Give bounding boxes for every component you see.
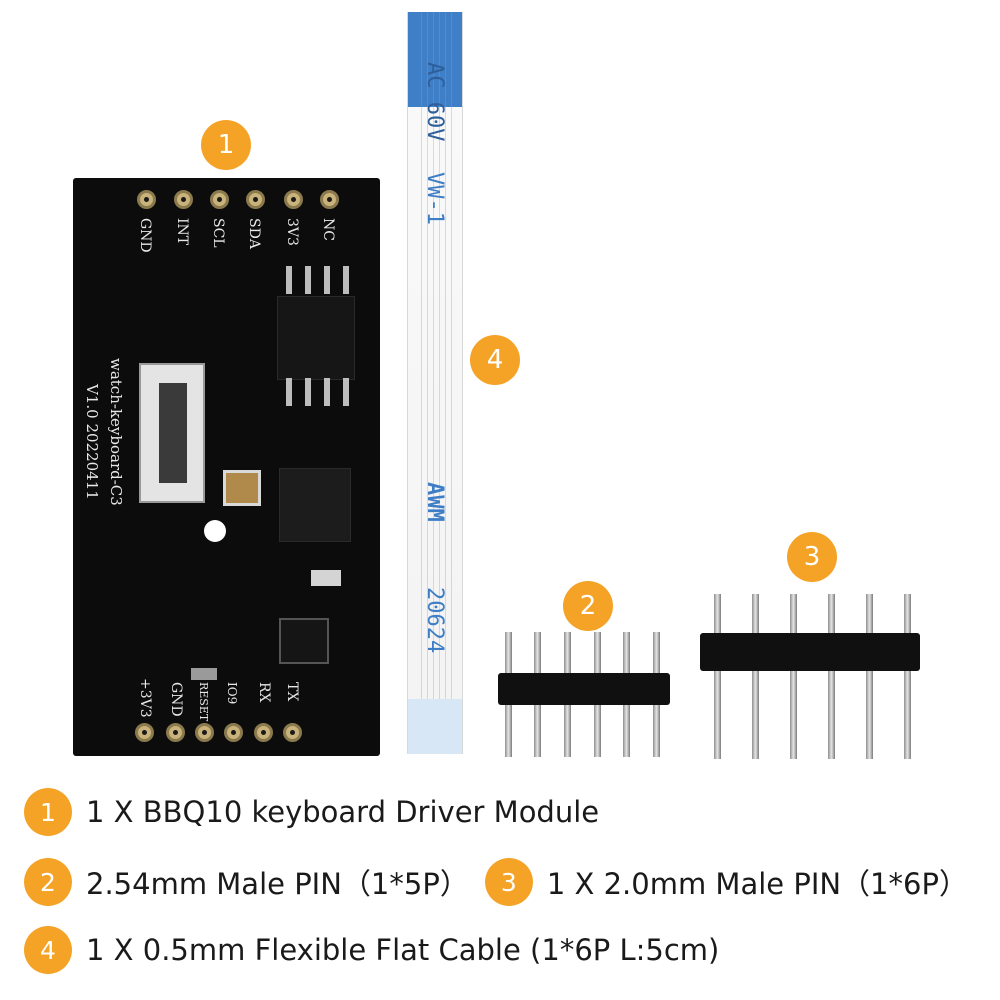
cable-blue-stiffener [408,12,462,107]
silk-label-gnd-bottom: GND [168,682,184,717]
chip-pin [305,266,311,294]
pad-scl [210,190,229,209]
header-pin [714,594,721,759]
silk-label-io9: IO9 [225,682,239,705]
silk-label-3v3-bottom: +3V3 [137,678,153,718]
regulator-chip [279,618,329,664]
silk-label-sda: SDA [246,218,262,249]
chip-pin [343,378,349,406]
header-pin [828,594,835,759]
smd-component [191,668,217,680]
pad-rx [254,723,273,742]
fpc-connector-slot [159,383,187,483]
silk-label-reset: RESET [197,682,210,722]
cable-print-voltage: AC 60V [422,62,447,142]
alignment-dot [204,520,226,542]
pad-io9 [224,723,243,742]
pad-int [174,190,193,209]
chip-pin [324,378,330,406]
callout-badge-module: 1 [201,120,251,170]
header-pin [752,594,759,759]
header-plastic-body [498,673,670,705]
legend-text-1: 1 X BBQ10 keyboard Driver Module [86,795,600,829]
silk-label-tx: TX [284,682,300,702]
silk-label-3v3: 3V3 [284,218,300,246]
header-plastic-body [700,633,920,671]
cable-print-vw1: VW-1 [422,172,447,225]
legend-badge-2: 2 [24,858,72,906]
chip-pin [343,266,349,294]
keyboard-driver-module-board: GND INT SCL SDA 3V3 NC watch-keyboard-C3… [73,178,380,756]
silk-label-nc: NC [320,218,336,241]
pad-reset [195,723,214,742]
legend-text-4: 1 X 0.5mm Flexible Flat Cable (1*6P L:5c… [86,933,720,967]
callout-badge-cable: 4 [470,335,520,385]
pad-tx [283,723,302,742]
crystal-oscillator [223,470,261,506]
callout-badge-pin-254: 2 [563,581,613,631]
pad-3v3 [284,190,303,209]
flexible-flat-cable: AC 60V VW-1 AWM 20624 [407,12,463,754]
legend-row-4: 4 1 X 0.5mm Flexible Flat Cable (1*6P L:… [24,926,719,974]
pad-3v3-bottom [135,723,154,742]
cable-conductor-lines [416,12,454,754]
eeprom-chip [277,296,355,380]
board-name-silkscreen: watch-keyboard-C3 [107,358,125,506]
chip-pin [324,266,330,294]
legend-row-2: 2 2.54mm Male PIN（1*5P） 3 1 X 2.0mm Male… [24,858,968,906]
legend-badge-3: 3 [484,858,533,906]
board-version-silkscreen: V1.0 20220411 [83,384,101,500]
silk-label-scl: SCL [210,218,226,248]
cable-print-number: 20624 [422,587,447,654]
silk-label-rx: RX [256,682,272,703]
cable-print-awm: AWM [422,482,447,522]
legend-row-1: 1 1 X BBQ10 keyboard Driver Module [24,788,599,836]
chip-pin [286,378,292,406]
legend-text-2: 2.54mm Male PIN（1*5P） [86,867,469,901]
legend-badge-1: 1 [24,788,72,836]
header-pin [790,594,797,759]
chip-pin [305,378,311,406]
silk-label-gnd: GND [137,218,153,253]
pad-nc [320,190,339,209]
chip-pin [286,266,292,294]
callout-badge-pin-20: 3 [787,532,837,582]
legend-badge-4: 4 [24,926,72,974]
silk-label-int: INT [174,218,190,246]
header-pin [866,594,873,759]
cable-end-contacts [408,699,462,754]
legend-text-3: 1 X 2.0mm Male PIN（1*6P） [546,867,968,901]
pad-gnd-bottom [166,723,185,742]
smd-component [311,570,341,586]
pad-sda [246,190,265,209]
header-pin [904,594,911,759]
pad-gnd-top [137,190,156,209]
mcu-chip [279,468,351,542]
